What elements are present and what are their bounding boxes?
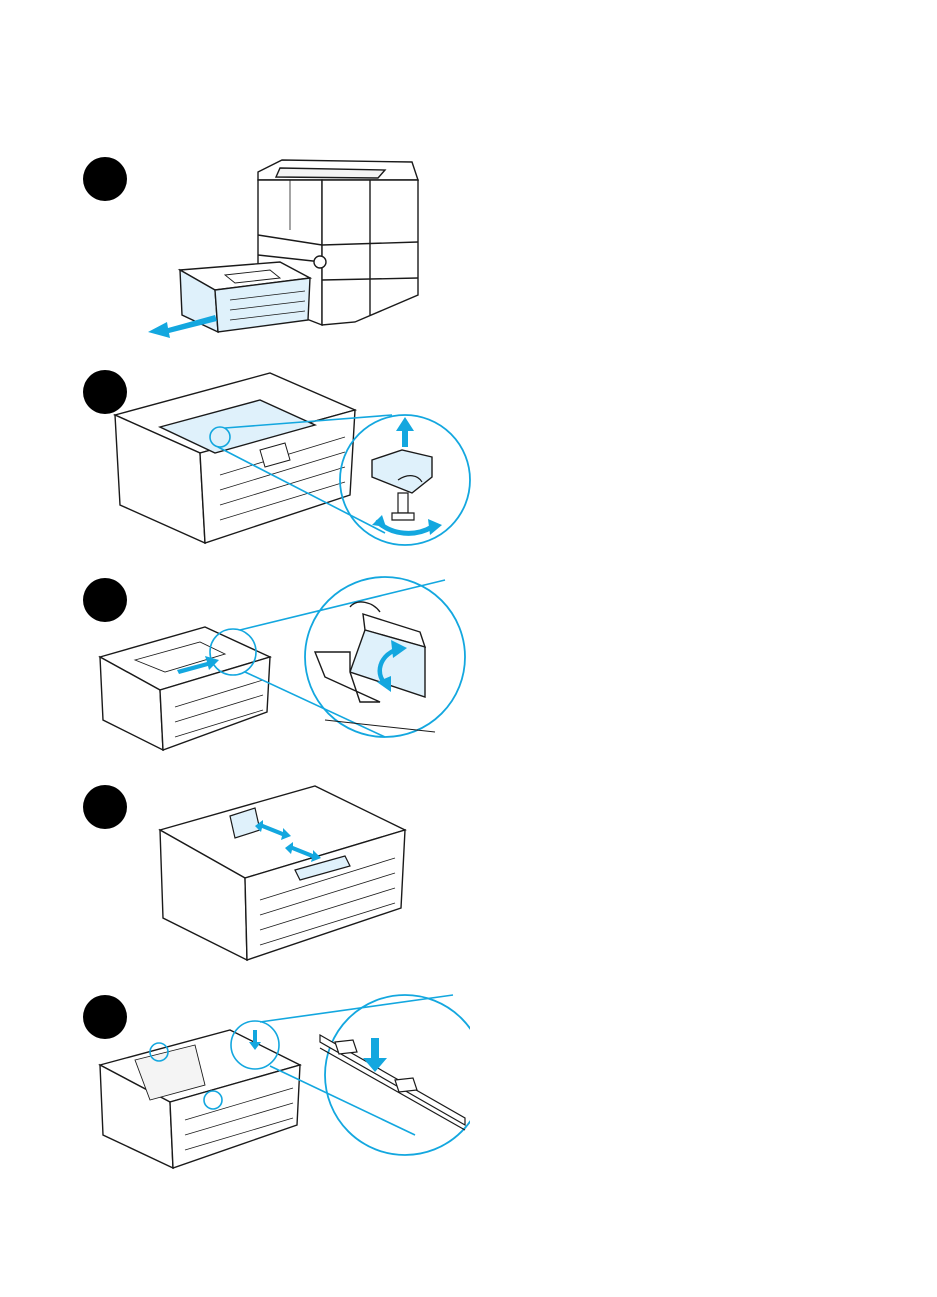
step-5-illustration xyxy=(95,990,470,1170)
tab-detail xyxy=(320,1035,465,1130)
lift-arrow-icon xyxy=(396,417,414,447)
step-4-illustration xyxy=(155,778,410,963)
step-1-marker xyxy=(83,157,127,201)
step-2-illustration xyxy=(110,365,475,550)
paper-tray xyxy=(100,1030,300,1168)
step-1-illustration xyxy=(130,150,440,350)
paper-tray xyxy=(115,373,355,543)
rotate-arrow-icon xyxy=(378,522,432,533)
step-4-marker xyxy=(83,785,127,829)
rear-stop-detail xyxy=(372,450,432,520)
step-3-illustration xyxy=(95,572,470,752)
paper-tray xyxy=(100,627,270,750)
paper-tray xyxy=(160,786,405,960)
